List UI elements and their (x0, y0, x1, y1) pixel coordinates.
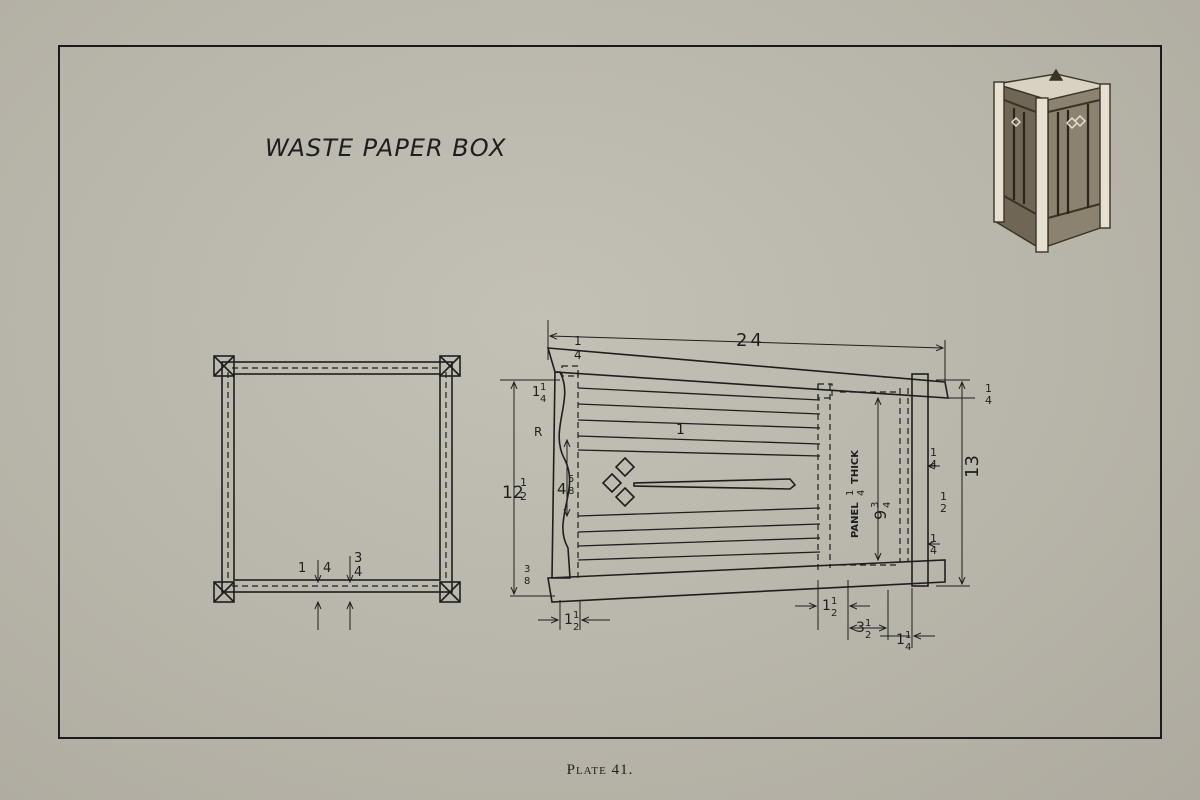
perspective-sketch (993, 68, 1111, 253)
dim-top-rail-whole: 1 (532, 385, 540, 400)
diamond-cutouts (601, 456, 797, 508)
slats (577, 387, 821, 561)
dim-panel-height-den: 4 (882, 502, 893, 508)
dim-left-height-num: 1 (520, 476, 527, 489)
dim-top-rail-den: 4 (540, 394, 546, 405)
dim-right-b-num: 1 (940, 490, 947, 503)
dim-panel-height-whole: 9 (871, 510, 890, 520)
panel-thick-den: 4 (856, 490, 867, 496)
panel-thick-num: 1 (845, 490, 856, 496)
dim-top-overhang-num: 1 (574, 334, 582, 348)
dim-bottom-small-den: 8 (524, 576, 530, 587)
dim-leg-left-whole: 1 (564, 612, 573, 628)
dim-radius: R (534, 425, 542, 439)
dim-cutout-num: 5 (568, 474, 574, 485)
dim-leg-left-den: 2 (573, 622, 579, 633)
bottom-rail (547, 559, 946, 603)
panel-thick-word: THICK (850, 449, 861, 484)
dim-right-b-den: 2 (940, 502, 947, 515)
dim-top-overhang-den: 4 (574, 348, 582, 362)
dim-bottom-small-num: 3 (524, 564, 530, 575)
right-post (911, 373, 929, 587)
dim-overall-height: 13 (962, 455, 983, 478)
dim-right-a-den: 4 (930, 458, 937, 471)
elevation-dimension-lines (500, 320, 975, 648)
dim-right-top-num: 1 (985, 382, 992, 395)
dim-post-width-whole: 1 (896, 632, 905, 648)
dim-left-height-whole: 12 (502, 483, 524, 503)
plan-dim-a-den: 4 (323, 561, 331, 576)
dim-right-top-den: 4 (985, 394, 992, 407)
plan-view (213, 355, 461, 630)
dim-overall-width: 24 (736, 330, 765, 351)
dim-panel-width-num: 1 (865, 618, 871, 629)
panel-label: PANEL (850, 502, 861, 538)
dim-panel-height-num: 3 (870, 502, 881, 508)
top-rail (546, 347, 949, 399)
dim-right-c-den: 4 (930, 544, 937, 557)
dim-leg-right-den: 2 (831, 608, 837, 619)
plan-dim-b-den: 4 (354, 565, 362, 580)
dim-post-width-den: 4 (905, 642, 911, 653)
plate-caption: Plate 41. (566, 762, 634, 778)
plan-corner-posts (213, 355, 461, 603)
dim-right-c-num: 1 (930, 532, 937, 545)
dim-right-a-num: 1 (930, 446, 937, 459)
dim-cutout-whole: 4 (557, 480, 567, 498)
dim-leg-left-num: 1 (573, 610, 579, 621)
dim-panel-width-whole: 3 (856, 620, 865, 636)
dim-post-width-num: 1 (905, 630, 911, 641)
dim-leg-right-whole: 1 (822, 598, 831, 614)
elevation-view (546, 347, 949, 603)
dim-top-rail-num: 1 (540, 382, 546, 393)
plate-border (58, 45, 1162, 739)
plan-dim-a-num: 1 (298, 561, 306, 576)
dim-panel-width-den: 2 (865, 630, 871, 641)
dim-cutout-den: 8 (568, 486, 574, 497)
dim-leg-right-num: 1 (831, 596, 837, 607)
elevation-dimensions: 24 1 4 1 1 4 R 12 1 2 4 5 8 3 8 1 PANEL … (502, 330, 992, 653)
plan-dim-b-num: 3 (354, 551, 362, 566)
dim-slat-width: 1 (676, 422, 685, 438)
dim-left-height-den: 2 (520, 490, 527, 503)
plan-dimensions: 1 4 3 4 (298, 551, 362, 580)
plate-title: WASTE PAPER BOX (265, 134, 507, 162)
